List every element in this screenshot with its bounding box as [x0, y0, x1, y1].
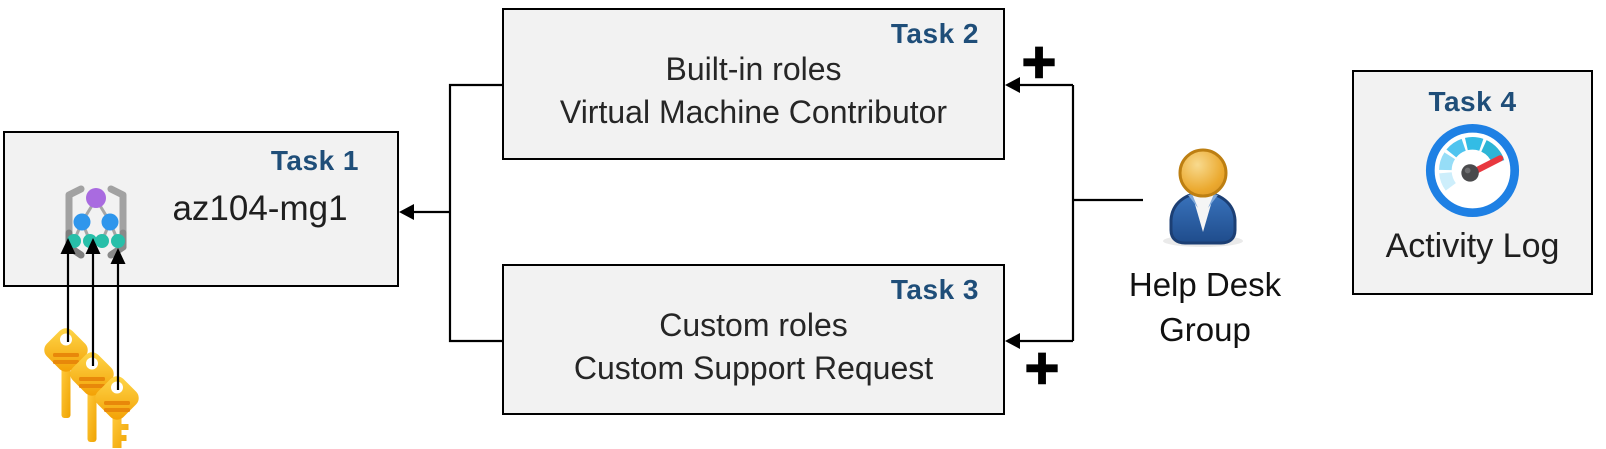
task4-label: Activity Log — [1385, 227, 1560, 265]
task3-line2: Custom Support Request — [573, 349, 934, 386]
root-node — [86, 188, 106, 208]
task2-line1: Built-in roles — [665, 51, 842, 87]
task3-line1: Custom roles — [659, 306, 848, 343]
task2-line2: Virtual Machine Contributor — [559, 94, 948, 130]
plus-icon-task3: + — [1021, 339, 1062, 396]
help-desk-group-label: Help Desk Group — [1113, 262, 1297, 352]
activity-log-gauge-icon — [1425, 123, 1520, 218]
task3-badge: Task 3 — [890, 274, 979, 305]
task2-badge: Task 2 — [890, 18, 979, 49]
task4-badge: Task 4 — [1428, 86, 1517, 117]
task3-text: Custom roles Custom Support Request — [504, 266, 1003, 413]
task1-box: Task 1 az104-mg1 — [3, 131, 399, 287]
help-desk-user-icon — [1163, 148, 1243, 247]
plus-icon-task2: + — [1018, 33, 1059, 90]
task3-box: Task 3 Custom roles Custom Support Reque… — [502, 264, 1005, 415]
help-desk-line2: Group — [1159, 311, 1251, 348]
key-3 — [95, 376, 139, 448]
management-group-icon — [65, 185, 127, 259]
task4-box: Task 4 Activity Log — [1352, 70, 1593, 295]
task1-label: az104-mg1 — [172, 189, 348, 228]
task2-box: Task 2 Built-in roles Virtual Machine Co… — [502, 8, 1005, 160]
person-collar — [1192, 194, 1214, 232]
task1-badge: Task 1 — [270, 145, 359, 176]
help-desk-line1: Help Desk — [1128, 266, 1282, 303]
left-bracket-connector — [448, 83, 502, 343]
person-head — [1178, 148, 1228, 198]
task2-text: Built-in roles Virtual Machine Contribut… — [504, 10, 1003, 158]
gauge-hub — [1461, 164, 1479, 182]
access-keys-icon — [44, 328, 139, 448]
